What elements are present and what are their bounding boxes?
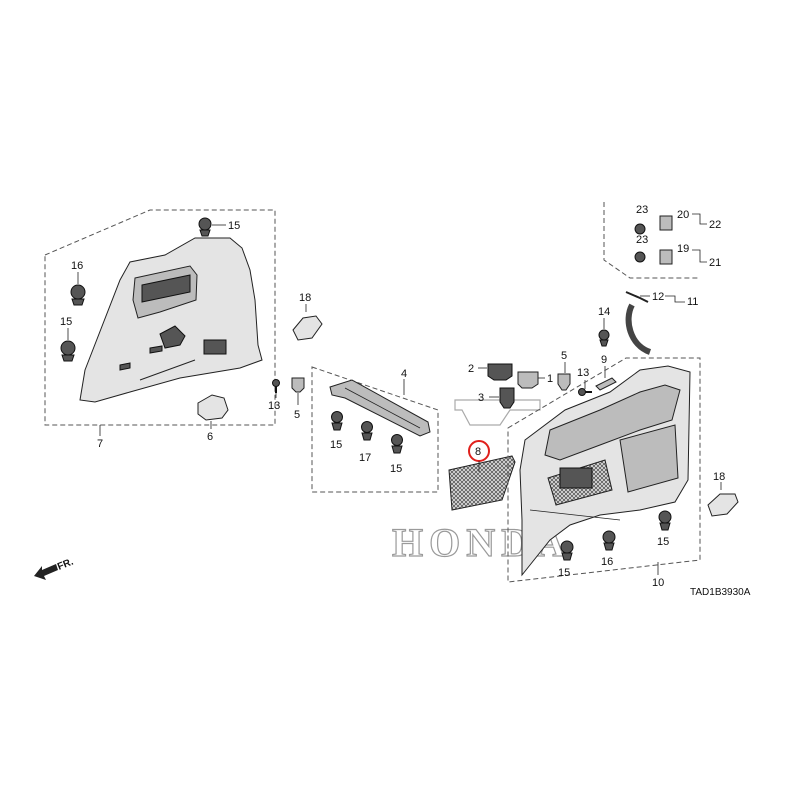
callout-20: 20 xyxy=(677,209,689,221)
clip-5-left xyxy=(291,377,305,393)
screw-13-right xyxy=(578,388,592,396)
group-4-boundary xyxy=(311,366,439,493)
callout-4: 4 xyxy=(401,368,407,380)
clip-15-right-b xyxy=(560,540,574,561)
callout-12: 12 xyxy=(652,291,664,303)
clip-16-left xyxy=(70,284,86,306)
hook-part-9 xyxy=(595,377,617,391)
callout-23: 23 xyxy=(636,204,648,216)
clip-23-top xyxy=(634,223,646,235)
diagram-code: TAD1B3930A xyxy=(690,587,751,598)
callout-18: 18 xyxy=(299,292,311,304)
callout-15: 15 xyxy=(390,463,402,475)
clip-15-left xyxy=(60,340,76,362)
callout-13: 13 xyxy=(268,400,280,412)
callout-13: 13 xyxy=(577,367,589,379)
callout-14: 14 xyxy=(598,306,610,318)
arrow-icon xyxy=(34,564,58,580)
callout-11: 11 xyxy=(687,296,698,308)
callout-15: 15 xyxy=(228,220,240,232)
callout-3: 3 xyxy=(478,392,484,404)
callout-19: 19 xyxy=(677,243,689,255)
clip-15-right-a xyxy=(658,510,672,531)
clip-20 xyxy=(659,215,673,231)
direction-label: FR. xyxy=(56,556,75,572)
cap-part-18-left xyxy=(292,315,323,341)
group-7-boundary xyxy=(44,209,276,426)
cargo-net-part-8 xyxy=(448,455,516,511)
callout-23: 23 xyxy=(636,234,648,246)
callout-17: 17 xyxy=(359,452,371,464)
callout-7: 7 xyxy=(97,438,103,450)
clip-19 xyxy=(659,249,673,265)
honda-wing-icon xyxy=(454,399,541,426)
front-direction-arrow: FR. xyxy=(34,556,75,580)
callout-21: 21 xyxy=(709,257,721,269)
clip-17-mid xyxy=(361,421,373,441)
fastener-part-3 xyxy=(499,387,515,409)
left-side-lining-part-7 xyxy=(79,237,263,403)
garnish-part-4 xyxy=(329,379,431,437)
screw-13-left xyxy=(272,379,280,393)
callout-22: 22 xyxy=(709,219,721,231)
callout-5: 5 xyxy=(294,409,300,421)
grab-handle-part-12 xyxy=(625,291,652,355)
callout-9: 9 xyxy=(601,354,607,366)
clip-5-right xyxy=(557,373,571,391)
cap-part-18-right xyxy=(707,493,739,517)
fastener-part-2 xyxy=(487,363,513,381)
screw-14 xyxy=(598,329,610,347)
callout-8: 8 xyxy=(475,446,481,458)
cap-part-6 xyxy=(197,394,229,421)
clip-23-bottom xyxy=(634,251,646,263)
fastener-part-1 xyxy=(517,371,539,389)
callout-15: 15 xyxy=(330,439,342,451)
group-10-boundary xyxy=(507,357,701,583)
right-side-lining-part-10 xyxy=(519,365,691,577)
clip-15-mid-b xyxy=(391,434,403,454)
callout-6: 6 xyxy=(207,431,213,443)
callout-16: 16 xyxy=(71,260,83,272)
callout-1: 1 xyxy=(547,373,553,385)
callout-5: 5 xyxy=(561,350,567,362)
callout-15: 15 xyxy=(60,316,72,328)
callout-15: 15 xyxy=(558,567,570,579)
callout-18: 18 xyxy=(713,471,725,483)
clip-15-top-left xyxy=(198,217,212,237)
callout-10: 10 xyxy=(652,577,664,589)
inset-boundary xyxy=(603,202,700,279)
callout-15: 15 xyxy=(657,536,669,548)
callout-2: 2 xyxy=(468,363,474,375)
callout-16: 16 xyxy=(601,556,613,568)
clip-15-mid-a xyxy=(331,411,343,431)
clip-16-right xyxy=(602,530,616,551)
